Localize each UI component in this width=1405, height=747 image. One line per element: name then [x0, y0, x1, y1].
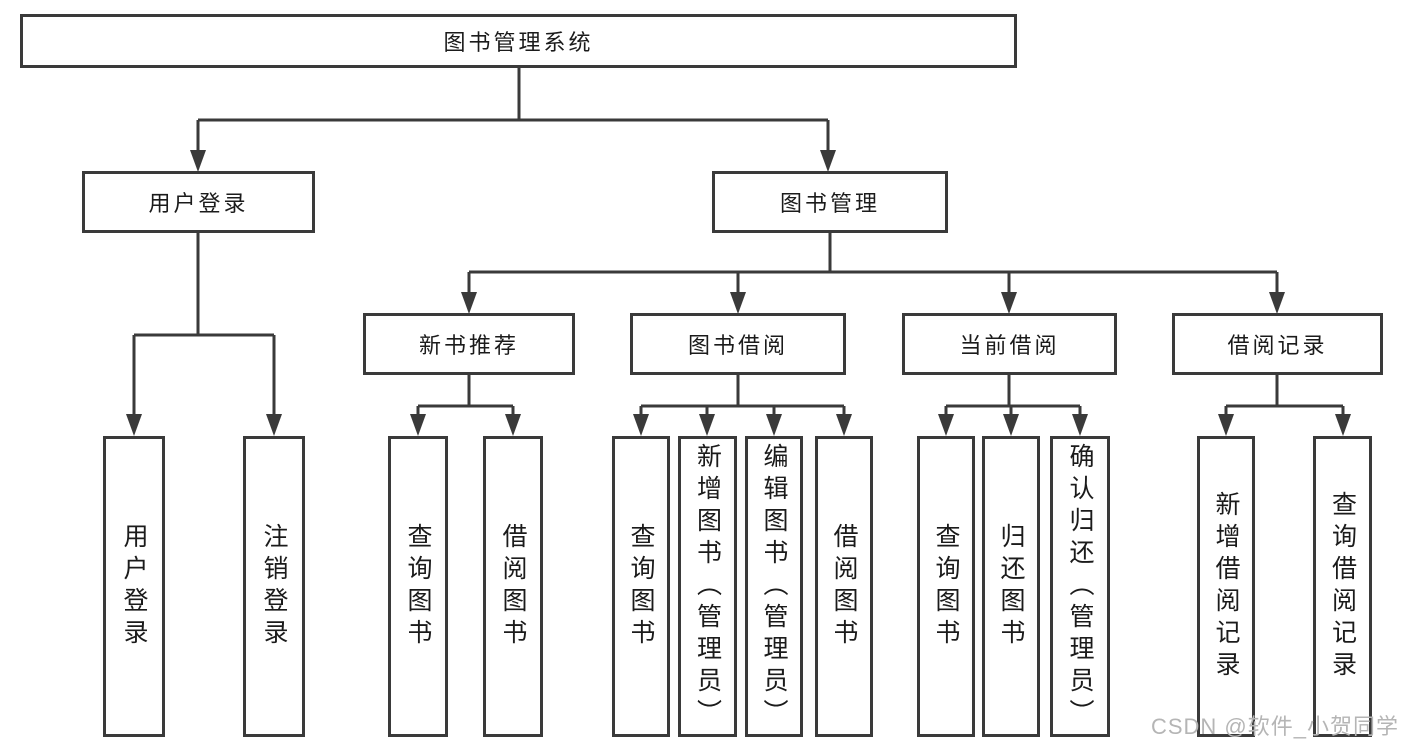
node-root-label: 图书管理系统: [443, 30, 594, 55]
leaf-record-add-record: 新增借阅记录: [1197, 436, 1255, 737]
arrowhead-down-icon: [938, 414, 954, 436]
leaf-newrec-query-book-label: 查询图书: [404, 522, 432, 651]
leaf-borrow-add-book-label: 新增图书（管理员）: [693, 442, 722, 731]
arrowhead-down-icon: [1218, 414, 1234, 436]
connector-bookborrow-to-leaves: [639, 375, 846, 424]
leaf-newrec-query-book: 查询图书: [388, 436, 448, 737]
leaf-borrow-borrow-book-label: 借阅图书: [830, 522, 858, 651]
arrowhead-down-icon: [461, 292, 477, 314]
node-new-book-recommend: 新书推荐: [363, 313, 575, 375]
leaf-user-login: 用户登录: [103, 436, 165, 737]
leaf-current-confirm-return-label: 确认归还（管理员）: [1066, 442, 1094, 731]
arrowhead-down-icon: [820, 150, 836, 172]
arrowhead-down-icon: [1001, 292, 1017, 314]
node-book-borrow: 图书借阅: [630, 313, 846, 375]
leaf-newrec-borrow-book: 借阅图书: [483, 436, 543, 737]
node-book-management-label: 图书管理: [779, 191, 880, 216]
csdn-watermark: CSDN @软件_小贺同学: [1150, 714, 1399, 739]
leaf-borrow-query-book: 查询图书: [612, 436, 670, 737]
arrowhead-down-icon: [1072, 414, 1088, 436]
arrowheads: [126, 150, 1351, 436]
node-current-borrow-label: 当前借阅: [959, 333, 1060, 358]
node-book-management: 图书管理: [712, 171, 948, 233]
connector-newbookrec-to-leaves: [416, 375, 515, 424]
leaf-borrow-edit-book: 编辑图书（管理员）: [745, 436, 803, 737]
arrowhead-down-icon: [836, 414, 852, 436]
leaf-current-query-book-label: 查询图书: [932, 522, 960, 651]
leaf-current-return-book-label: 归还图书: [997, 522, 1025, 651]
arrowhead-down-icon: [1003, 414, 1019, 436]
node-borrow-record-label: 借阅记录: [1227, 333, 1328, 358]
arrowhead-down-icon: [126, 414, 142, 436]
node-user-login-label: 用户登录: [148, 191, 249, 216]
node-book-borrow-label: 图书借阅: [687, 333, 788, 358]
leaf-current-confirm-return: 确认归还（管理员）: [1050, 436, 1110, 737]
arrowhead-down-icon: [699, 414, 715, 436]
arrowhead-down-icon: [410, 414, 426, 436]
leaf-current-query-book: 查询图书: [917, 436, 975, 737]
leaf-user-login-label: 用户登录: [120, 522, 148, 651]
connector-root-to-level2: [196, 68, 830, 160]
arrowhead-down-icon: [730, 292, 746, 314]
arrowhead-down-icon: [633, 414, 649, 436]
leaf-record-add-record-label: 新增借阅记录: [1212, 490, 1240, 683]
connector-bookmgmt-to-level3: [467, 233, 1279, 302]
arrowhead-down-icon: [266, 414, 282, 436]
arrowhead-down-icon: [1269, 292, 1285, 314]
arrowhead-down-icon: [190, 150, 206, 172]
leaf-borrow-edit-book-label: 编辑图书（管理员）: [760, 442, 788, 731]
node-borrow-record: 借阅记录: [1172, 313, 1383, 375]
leaf-logout: 注销登录: [243, 436, 305, 737]
leaf-record-query-record-label: 查询借阅记录: [1328, 490, 1357, 683]
leaf-borrow-query-book-label: 查询图书: [627, 522, 655, 651]
arrowhead-down-icon: [505, 414, 521, 436]
leaf-logout-label: 注销登录: [260, 522, 288, 651]
leaf-record-query-record: 查询借阅记录: [1313, 436, 1372, 737]
arrowhead-down-icon: [766, 414, 782, 436]
connector-userlogin-to-leaves: [132, 233, 276, 424]
arrowhead-down-icon: [1335, 414, 1351, 436]
node-user-login: 用户登录: [82, 171, 315, 233]
node-root: 图书管理系统: [20, 14, 1017, 68]
leaf-current-return-book: 归还图书: [982, 436, 1040, 737]
leaf-borrow-borrow-book: 借阅图书: [815, 436, 873, 737]
leaf-newrec-borrow-book-label: 借阅图书: [499, 522, 527, 651]
node-new-book-recommend-label: 新书推荐: [418, 333, 519, 358]
node-current-borrow: 当前借阅: [902, 313, 1117, 375]
connector-borrowrecord-to-leaves: [1224, 375, 1345, 424]
leaf-borrow-add-book: 新增图书（管理员）: [678, 436, 737, 737]
